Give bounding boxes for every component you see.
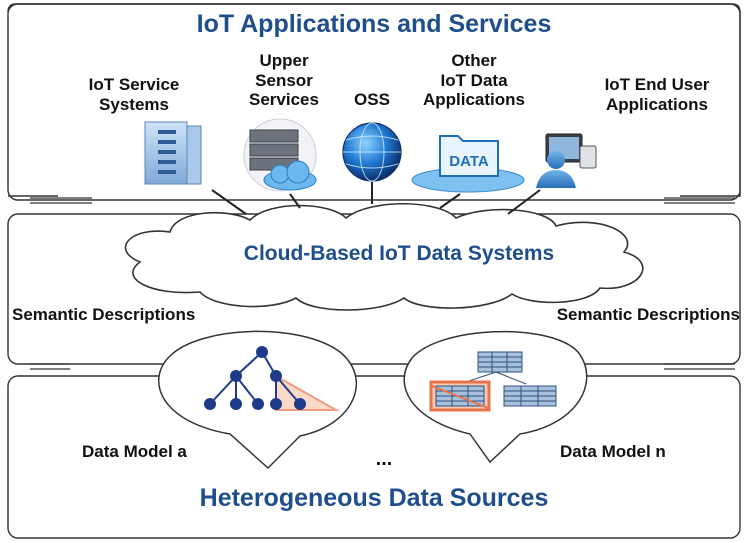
semantic-descriptions-left: Semantic Descriptions	[12, 305, 196, 324]
data-icon-text: DATA	[449, 153, 489, 170]
server-rack-icon	[144, 121, 202, 185]
cloud-title: Cloud-Based IoT Data Systems	[243, 242, 555, 265]
server-cloud-icon	[243, 118, 317, 192]
data-model-n-bubble	[403, 330, 588, 464]
app-label-oss: OSS	[354, 90, 390, 109]
table-right	[503, 385, 557, 407]
table-top	[477, 351, 523, 373]
globe-icon	[342, 122, 402, 182]
data-folder-icon: DATA	[411, 135, 525, 193]
cloud-shape	[124, 202, 644, 311]
top-layer-title: IoT Applications and Services	[196, 10, 552, 38]
data-model-a-label: Data Model a	[82, 442, 187, 461]
relational-tables-icon	[429, 351, 557, 412]
semantic-descriptions-right: Semantic Descriptions	[556, 305, 740, 324]
connector-lines	[211, 182, 541, 215]
ellipsis-label: ...	[375, 448, 393, 470]
user-devices-icon	[536, 133, 597, 188]
tree-data-model-icon	[204, 346, 340, 411]
data-model-n-label: Data Model n	[560, 442, 666, 461]
panel-gap-lines	[30, 197, 735, 370]
top-panel-box	[7, 3, 741, 201]
bottom-layer-title: Heterogeneous Data Sources	[199, 484, 549, 512]
bottom-panel-box	[7, 375, 741, 539]
